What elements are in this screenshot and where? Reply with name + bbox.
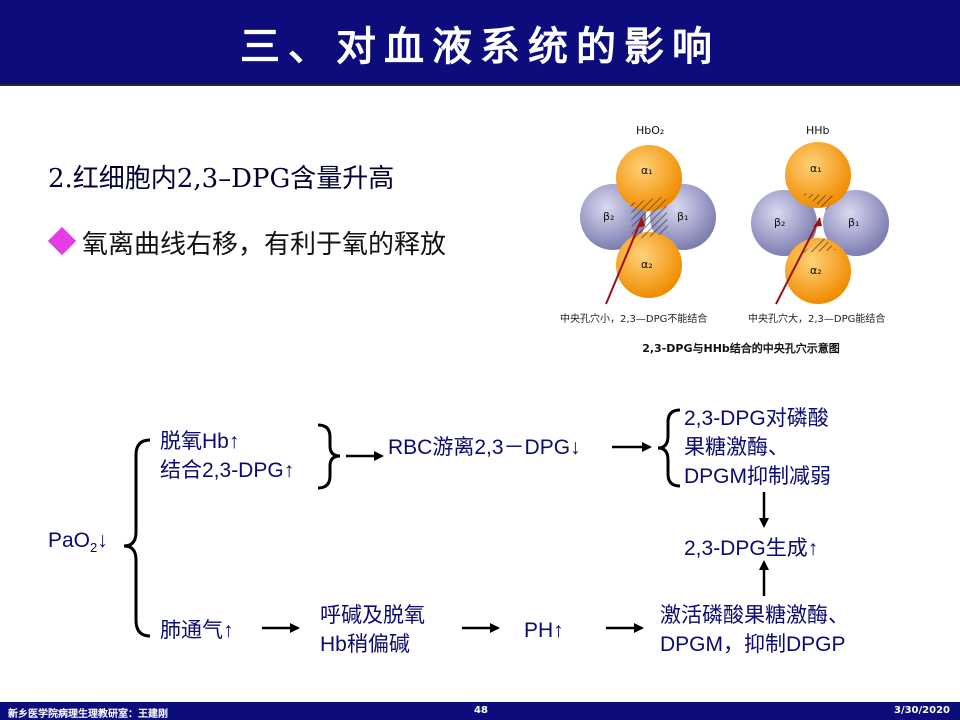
- inhibit-brace: [657, 408, 681, 488]
- alkalosis-line-1: 呼碱及脱氧: [320, 604, 425, 627]
- pao2-subscript: 2: [90, 540, 98, 556]
- beta1-label-right: β₁: [848, 216, 860, 229]
- inhibit-line-3: DPGM抑制减弱: [684, 465, 831, 488]
- note-small-cavity: 中央孔穴小，2,3—DPG不能结合: [560, 314, 708, 325]
- bind-dpg-node: 结合2,3-DPG↑: [160, 459, 295, 482]
- alpha2-subunit-left: [616, 232, 682, 298]
- alkalosis-line-2: Hb稍偏碱: [320, 633, 410, 656]
- inhibit-line-1: 2,3-DPG对磷酸: [684, 407, 829, 430]
- activate-line-2: DPGM，抑制DPGP: [660, 633, 846, 656]
- footer-page-number: 48: [474, 705, 488, 716]
- deoxy-hb-node: 脱氧Hb↑: [160, 430, 240, 453]
- rbc-free-node: RBC游离2,3－DPG↓: [388, 436, 581, 459]
- slide-title: 三、对血液系统的影响: [240, 23, 720, 70]
- beta1-label-left: β₁: [677, 210, 689, 223]
- footer-bar: 新乡医学院病理生理教研室：王建刚 48 3/30/2020: [0, 702, 960, 720]
- figure-caption: 2,3-DPG与HHb结合的中央孔穴示意图: [642, 342, 840, 355]
- footer-date: 3/30/2020: [893, 705, 950, 716]
- pao2-arrow: ↓: [97, 529, 108, 552]
- hbo2-molecule: [580, 145, 716, 305]
- title-bar: 三、对血液系统的影响: [0, 0, 960, 86]
- beta2-subunit-right: [751, 190, 817, 256]
- alpha2-label-left: α₂: [641, 258, 653, 271]
- alpha1-label-left: α₁: [641, 164, 653, 177]
- main-brace: [123, 438, 151, 638]
- note-large-cavity: 中央孔穴大，2,3—DPG能结合: [748, 314, 886, 325]
- pao2-text: PaO: [48, 529, 91, 552]
- alpha1-subunit-left: [616, 145, 682, 211]
- dpg-up-node: 2,3-DPG生成↑: [684, 537, 819, 560]
- bullet-text: 氧离曲线右移，有利于氧的释放: [82, 230, 447, 260]
- hemoglobin-diagram: [580, 142, 889, 305]
- bullet-item: 氧离曲线右移，有利于氧的释放: [47, 224, 447, 261]
- pointer-arrow-right: [775, 217, 821, 305]
- hemoglobin-figure: HbO₂ HHb α₁ α₂ β₂ β₁ α₁ α₂ β₂ β₁ 中央孔穴小，2…: [556, 118, 926, 363]
- activate-line-1: 激活磷酸果糖激酶、: [660, 604, 849, 627]
- ph-up-node: PH↑: [524, 619, 564, 642]
- beta2-label-left: β₂: [603, 210, 615, 223]
- pao2-node: PaO2↓: [48, 527, 108, 562]
- point-heading: 2.红细胞内2,3–DPG含量升高: [48, 164, 395, 194]
- hatched-region-left: [631, 196, 668, 240]
- alpha1-label-right: α₁: [810, 162, 822, 175]
- hhb-molecule: [751, 142, 889, 305]
- hatched-region-right-top: [801, 193, 836, 210]
- pointer-arrow-left: [605, 217, 643, 305]
- footer-department: 新乡医学院病理生理教研室：王建刚: [8, 709, 168, 720]
- inhibit-line-2: 果糖激酶、: [684, 436, 789, 459]
- beta2-label-right: β₂: [774, 216, 786, 229]
- group-brace: [317, 423, 341, 490]
- hhb-label: HHb: [806, 124, 830, 137]
- hatched-region-right-bottom: [801, 238, 836, 253]
- hbo2-label: HbO₂: [636, 124, 665, 137]
- alpha2-label-right: α₂: [810, 264, 822, 277]
- alpha1-subunit-right: [785, 142, 851, 208]
- beta1-subunit-right: [823, 190, 889, 256]
- lung-vent-node: 肺通气↑: [160, 619, 234, 642]
